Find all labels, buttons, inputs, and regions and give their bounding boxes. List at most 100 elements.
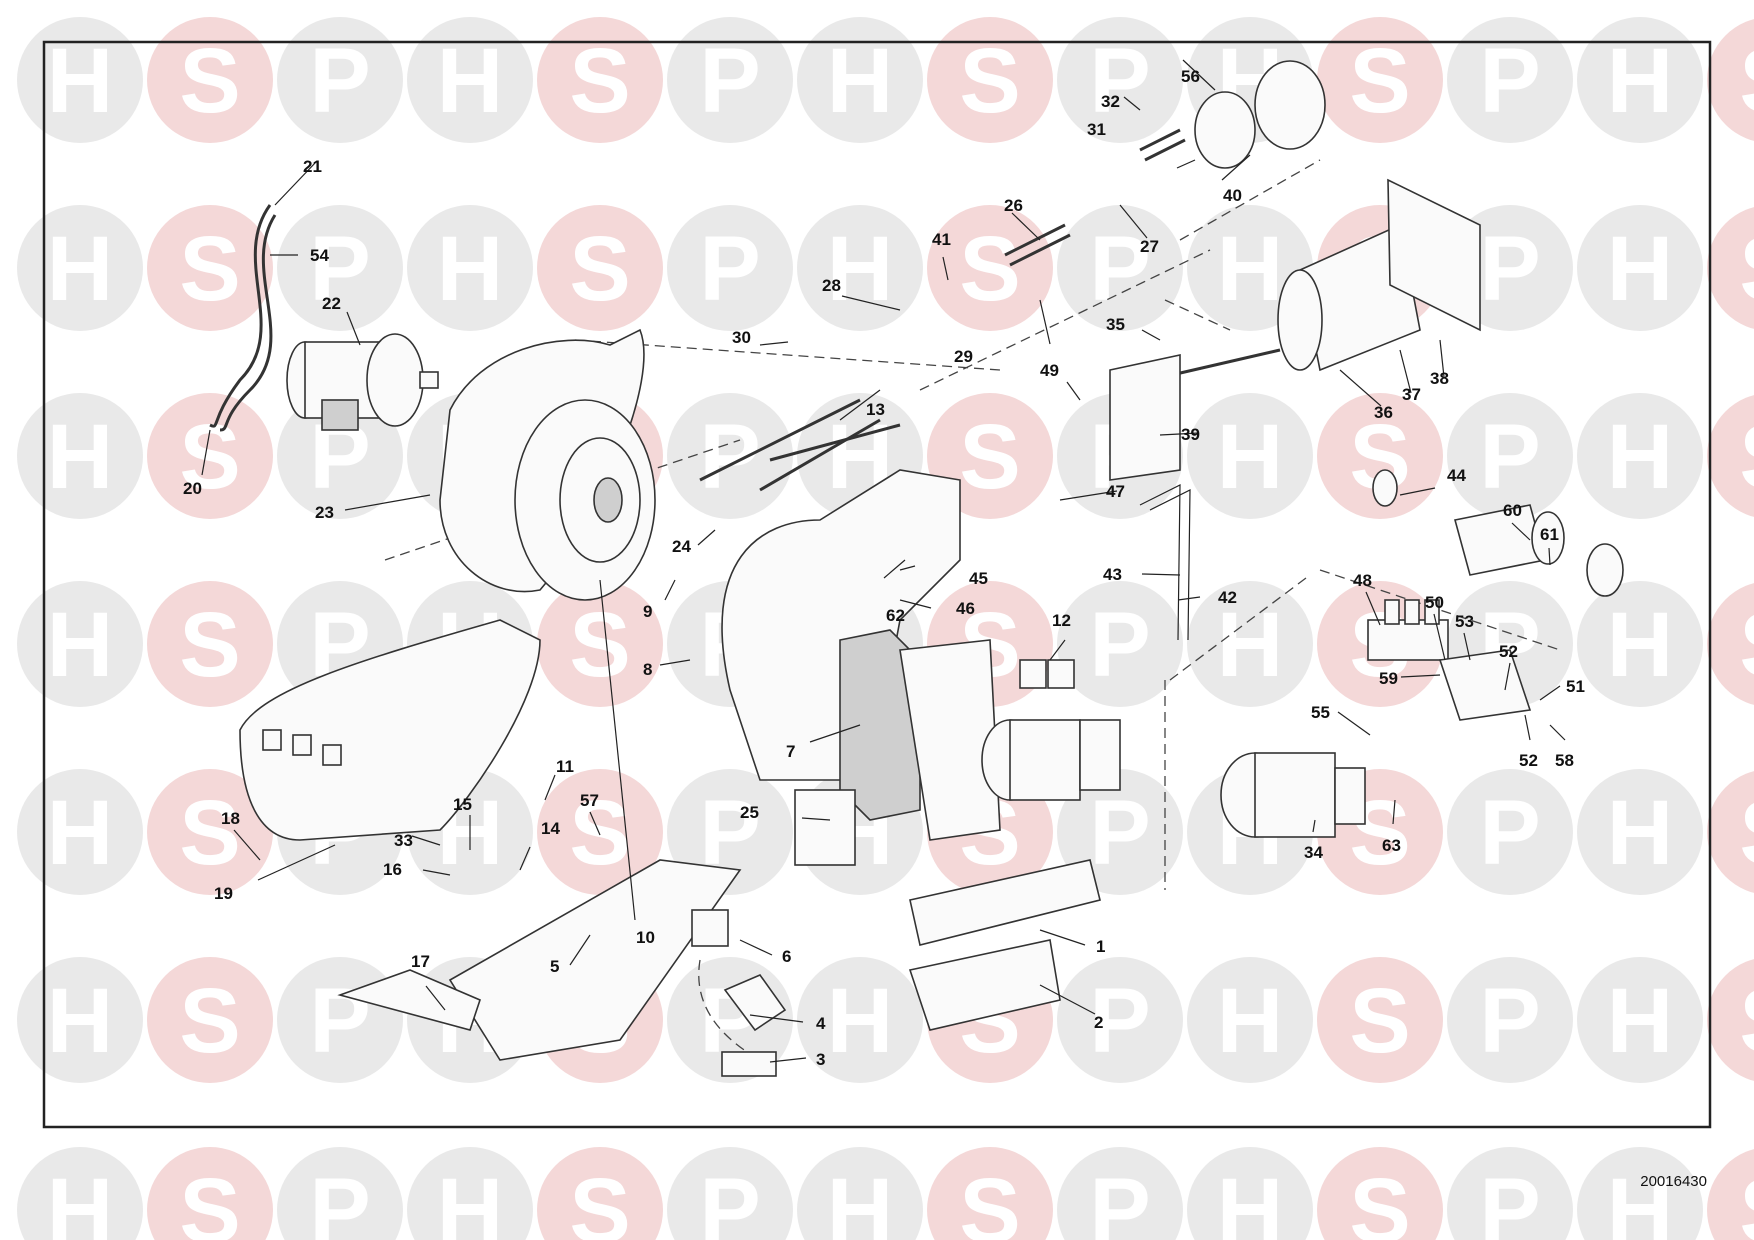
- lower-plates-1-2: [908, 859, 1101, 1031]
- callout-leader-lines: [201, 59, 1566, 1063]
- watermark-circle: [1187, 581, 1313, 707]
- watermark-letter: P: [1089, 594, 1150, 696]
- callout-13: 13: [866, 400, 885, 419]
- watermark-circle: [277, 205, 403, 331]
- callout-52a: 52: [1499, 642, 1518, 661]
- callout-38: 38: [1430, 369, 1449, 388]
- callout-5: 5: [550, 957, 559, 976]
- watermark-letter: S: [569, 782, 630, 884]
- watermark-circle: [1577, 17, 1703, 143]
- callout-7: 7: [786, 742, 795, 761]
- callout-35: 35: [1106, 315, 1125, 334]
- callout-57: 57: [580, 791, 599, 810]
- callout-20: 20: [183, 479, 202, 498]
- watermark-circle: [277, 393, 403, 519]
- pump-motor-34: [1220, 752, 1366, 838]
- callout-47: 47: [1106, 482, 1125, 501]
- watermark-circle: [1577, 957, 1703, 1083]
- callout-59: 59: [1379, 669, 1398, 688]
- watermark-letter: P: [699, 406, 760, 508]
- watermark-letter: H: [47, 1160, 113, 1240]
- watermark-letter: P: [1089, 1160, 1150, 1240]
- watermark-circle: [1707, 771, 1754, 893]
- callout-6: 6: [782, 947, 791, 966]
- watermark-letter: S: [1739, 782, 1754, 884]
- watermark-circle: [17, 17, 143, 143]
- watermark-letter: H: [1607, 1160, 1673, 1240]
- watermark-circle: [277, 1147, 403, 1240]
- watermark-letter: P: [1089, 970, 1150, 1072]
- pump-motor-assembly: [981, 719, 1121, 801]
- callout-21: 21: [303, 157, 322, 176]
- watermark-letter: S: [1739, 406, 1754, 508]
- watermark-letter: H: [437, 30, 503, 132]
- watermark-letter: P: [309, 1160, 370, 1240]
- callout-43: 43: [1103, 565, 1122, 584]
- watermark-letter: P: [1479, 406, 1540, 508]
- nozzle-holder-35: [1109, 348, 1281, 481]
- callout-11: 11: [556, 757, 574, 776]
- watermark-circle: [797, 1147, 923, 1240]
- callout-56: 56: [1181, 67, 1200, 86]
- watermark-letter: P: [1479, 218, 1540, 320]
- watermark-circle: [1187, 393, 1313, 519]
- watermark-letter: S: [179, 218, 240, 320]
- watermark-circle: [797, 17, 923, 143]
- callout-60: 60: [1503, 501, 1522, 520]
- combustion-head-40: [1194, 60, 1326, 169]
- watermark-circle: [1447, 1147, 1573, 1240]
- callout-22: 22: [322, 294, 341, 313]
- watermark-circle: [17, 581, 143, 707]
- watermark-circle: [667, 205, 793, 331]
- watermark-circle: [407, 17, 533, 143]
- callout-27: 27: [1140, 237, 1159, 256]
- callout-44: 44: [1447, 466, 1466, 485]
- watermark-circle: [1577, 1147, 1703, 1240]
- callout-49: 49: [1040, 361, 1059, 380]
- watermark-circle: [1707, 395, 1754, 517]
- watermark-letter: S: [959, 1160, 1020, 1240]
- watermark-letter: P: [309, 218, 370, 320]
- watermark-circle: [1577, 769, 1703, 895]
- watermark-letter: H: [1217, 218, 1283, 320]
- callout-23: 23: [315, 503, 334, 522]
- watermark-letter: S: [179, 970, 240, 1072]
- watermark-circle: [1187, 1147, 1313, 1240]
- watermark-circle: [17, 393, 143, 519]
- watermark-circle: [1317, 17, 1443, 143]
- watermark-letter: S: [959, 30, 1020, 132]
- watermark-letter: H: [1607, 970, 1673, 1072]
- watermark-letter: P: [699, 1160, 760, 1240]
- callout-53: 53: [1455, 612, 1474, 631]
- watermark-circle: [667, 17, 793, 143]
- watermark-letter: S: [179, 1160, 240, 1240]
- callout-17: 17: [411, 952, 430, 971]
- watermark-letter: P: [1479, 1160, 1540, 1240]
- watermark-circle: [147, 1147, 273, 1240]
- watermark-letter: H: [47, 594, 113, 696]
- callout-9: 9: [643, 602, 652, 621]
- watermark-circle: [1447, 957, 1573, 1083]
- watermark-letter: H: [827, 1160, 893, 1240]
- watermark-letter: S: [1349, 970, 1410, 1072]
- watermark-letter: P: [699, 218, 760, 320]
- watermark-circle: [17, 205, 143, 331]
- watermark-circle: [537, 769, 663, 895]
- callout-41: 41: [932, 230, 951, 249]
- watermark-letter: H: [1217, 1160, 1283, 1240]
- watermark-circle: [1057, 17, 1183, 143]
- electrodes-26-31: [1004, 128, 1186, 267]
- watermark-circle: [537, 17, 663, 143]
- watermark-letter: H: [1607, 30, 1673, 132]
- watermark-letter: H: [1607, 782, 1673, 884]
- watermark-circle: [1707, 583, 1754, 705]
- callout-14: 14: [541, 819, 560, 838]
- callout-10: 10: [636, 928, 655, 947]
- watermark-circle: [1447, 393, 1573, 519]
- watermark-letter: P: [309, 970, 370, 1072]
- watermark-letter: P: [1089, 218, 1150, 320]
- callout-61: 61: [1540, 525, 1559, 544]
- watermark-circle: [1577, 393, 1703, 519]
- callout-19: 19: [214, 884, 233, 903]
